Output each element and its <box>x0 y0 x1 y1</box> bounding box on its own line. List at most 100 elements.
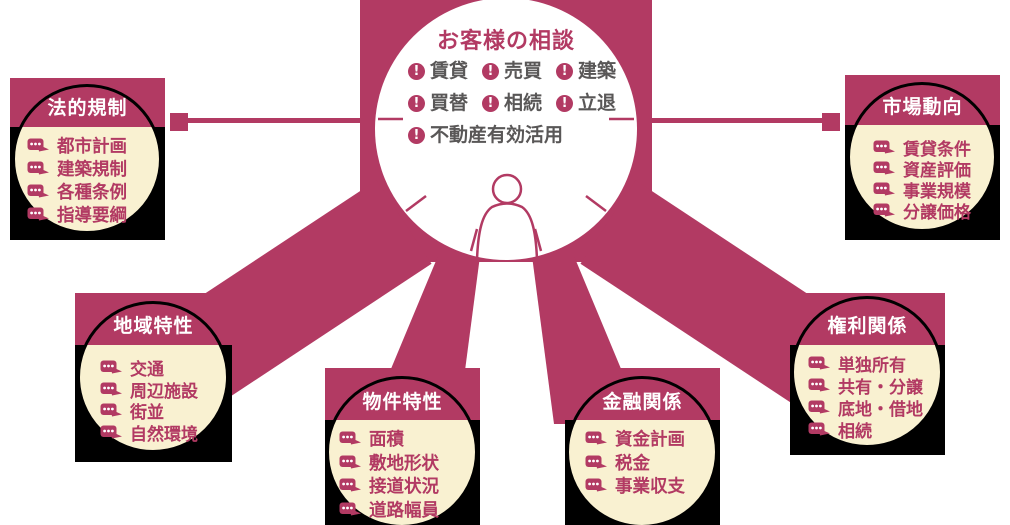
list-item: 事業収支 <box>585 474 685 498</box>
list-item: 相続 <box>808 418 923 442</box>
group-circle <box>566 376 718 525</box>
person-icon <box>475 173 539 261</box>
speech-bubble-icon <box>585 478 607 492</box>
speech-bubble-icon <box>27 184 49 198</box>
exclamation-icon: ! <box>482 63 500 80</box>
list-item: 単独所有 <box>808 352 923 376</box>
list-item: 税金 <box>585 451 685 475</box>
group-market-trends: 市場動向 賃貸条件資産評価事業規模分譲価格 <box>845 75 1000 240</box>
group-legal-regulations: 法的規制 都市計画建築規制各種条例指導要綱 <box>10 78 165 240</box>
list-item: 街並 <box>100 400 198 424</box>
item-label: 資産評価 <box>903 161 971 181</box>
list-item: ! 買替 <box>408 93 468 114</box>
item-label: 不動産有効活用 <box>430 124 564 146</box>
group-circle <box>847 82 997 232</box>
speech-bubble-icon <box>100 425 122 439</box>
exclamation-icon: ! <box>556 63 574 80</box>
group-title: 金融関係 <box>602 391 683 413</box>
item-label: 売買 <box>504 60 543 82</box>
group-circle <box>326 376 478 525</box>
group-title: 地域特性 <box>113 315 194 337</box>
exclamation-icon: ! <box>556 95 574 112</box>
center-item-list: !賃貸!売買!建築!買替!相続!立退!不動産有効活用 <box>408 61 634 146</box>
connector-line-left <box>186 118 362 123</box>
item-label: 買替 <box>430 92 469 114</box>
list-item: 賃貸条件 <box>873 137 971 160</box>
item-label: 単独所有 <box>838 355 906 376</box>
group-item-list: 資金計画税金事業収支 <box>585 427 685 498</box>
item-label: 面積 <box>369 430 404 451</box>
list-item: 資産評価 <box>873 158 971 181</box>
speech-bubble-icon <box>339 455 361 469</box>
speech-bubble-icon <box>339 502 361 516</box>
exclamation-icon: ! <box>408 95 425 112</box>
item-label: 立退 <box>578 92 617 114</box>
list-item: ! 賃貸 <box>408 61 468 82</box>
group-title: 市場動向 <box>882 96 963 118</box>
list-item: 指導要綱 <box>27 203 127 226</box>
group-financial-matters: 金融関係 資金計画税金事業収支 <box>565 368 720 525</box>
item-label: 自然環境 <box>130 424 198 445</box>
item-label: 周辺施設 <box>130 381 198 402</box>
list-item: !売買 <box>482 61 542 82</box>
list-item: 共有・分譲 <box>808 374 923 398</box>
group-property-characteristics: 物件特性 面積敷地形状接道状況道路幅員 <box>325 368 480 525</box>
item-label: 接道状況 <box>369 477 439 498</box>
list-item: !建築 <box>556 61 616 82</box>
list-item: 敷地形状 <box>339 451 439 475</box>
speech-bubble-icon <box>873 140 895 154</box>
item-label: 敷地形状 <box>369 453 439 474</box>
list-item: 道路幅員 <box>339 498 439 522</box>
speech-bubble-icon <box>585 455 607 469</box>
speech-bubble-icon <box>808 378 830 391</box>
list-item: 事業規模 <box>873 179 971 202</box>
list-item: 建築規制 <box>27 157 127 180</box>
item-label: 指導要綱 <box>57 206 127 226</box>
item-label: 賃貸 <box>430 60 469 82</box>
item-label: 道路幅員 <box>369 500 439 521</box>
connector-line-right <box>650 118 824 123</box>
speech-bubble-icon <box>808 356 830 369</box>
list-item: 交通 <box>100 357 198 381</box>
list-item: 接道状況 <box>339 474 439 498</box>
exclamation-icon: ! <box>482 95 500 112</box>
item-label: 都市計画 <box>57 137 127 157</box>
ray-tick-marks <box>378 117 634 252</box>
list-item: !不動産有効活用 <box>408 125 563 146</box>
list-item: !立退 <box>556 93 616 114</box>
group-item-list: 賃貸条件資産評価事業規模分譲価格 <box>873 137 971 223</box>
group-title: 法的規制 <box>47 97 128 119</box>
list-item: 都市計画 <box>27 134 127 157</box>
exclamation-icon: ! <box>408 63 425 80</box>
group-item-list: 都市計画建築規制各種条例指導要綱 <box>27 134 127 226</box>
item-label: 建築 <box>578 60 617 82</box>
speech-bubble-icon <box>585 431 607 445</box>
group-regional-characteristics: 地域特性 交通周辺施設街並自然環境 <box>75 293 232 462</box>
item-label: 相続 <box>838 421 872 442</box>
item-label: 底地・借地 <box>838 399 923 420</box>
speech-bubble-icon <box>100 360 122 374</box>
item-label: 交通 <box>130 360 164 381</box>
speech-bubble-icon <box>27 161 49 175</box>
center-title: お客様の相談 <box>436 29 575 54</box>
item-label: 街並 <box>130 403 164 424</box>
item-label: 分譲価格 <box>903 203 971 223</box>
speech-bubble-icon <box>100 403 122 417</box>
group-item-list: 交通周辺施設街並自然環境 <box>100 357 198 445</box>
speech-bubble-icon <box>873 203 895 217</box>
speech-bubble-icon <box>339 431 361 445</box>
item-label: 事業収支 <box>615 477 685 498</box>
speech-bubble-icon <box>873 161 895 175</box>
group-title: 権利関係 <box>827 315 908 337</box>
item-label: 事業規模 <box>903 182 971 202</box>
speech-bubble-icon <box>339 478 361 492</box>
item-label: 税金 <box>615 453 650 474</box>
item-label: 資金計画 <box>615 430 685 451</box>
speech-bubble-icon <box>808 422 830 435</box>
speech-bubble-icon <box>873 182 895 196</box>
group-item-list: 面積敷地形状接道状況道路幅員 <box>339 427 439 521</box>
group-title: 物件特性 <box>362 391 443 413</box>
item-label: 相続 <box>504 92 543 114</box>
